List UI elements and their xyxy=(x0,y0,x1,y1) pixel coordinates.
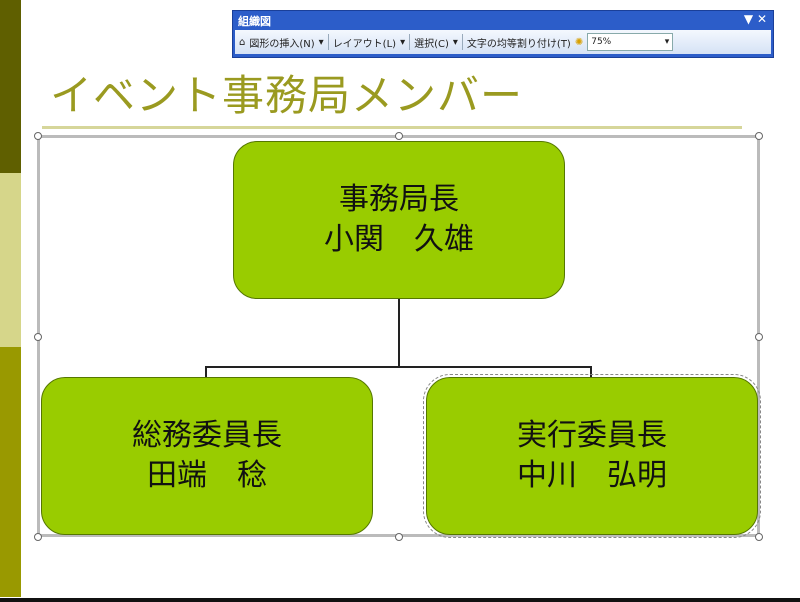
chevron-down-icon[interactable]: ▾ xyxy=(452,36,458,48)
node-name: 小関 久雄 xyxy=(324,222,474,257)
chevron-down-icon[interactable]: ▾ xyxy=(664,37,670,47)
org-chart-toolbar[interactable]: 組織図 ▼ ✕ ⌂ 図形の挿入(N) ▾ レイアウト(L) ▾ 選択(C) ▾ … xyxy=(232,10,774,58)
toolbar-options-icon[interactable]: ▼ xyxy=(743,12,754,26)
resize-handle[interactable] xyxy=(395,533,403,541)
org-node-right[interactable]: 実行委員長 中川 弘明 xyxy=(423,374,761,538)
connector xyxy=(590,366,592,378)
org-node-left[interactable]: 総務委員長 田端 稔 xyxy=(41,377,373,535)
accent-bar-olive xyxy=(0,347,21,597)
zoom-value: 75% xyxy=(591,37,612,47)
resize-handle[interactable] xyxy=(755,132,763,140)
connector xyxy=(205,366,592,368)
org-node-top[interactable]: 事務局長 小関 久雄 xyxy=(233,141,565,299)
accent-bar-dark xyxy=(0,0,21,173)
toolbar-title: 組織図 xyxy=(238,15,271,28)
resize-handle[interactable] xyxy=(34,533,42,541)
title-underline xyxy=(42,126,742,129)
connector xyxy=(205,366,207,378)
zoom-select[interactable]: 75% ▾ xyxy=(587,33,674,51)
resize-handle[interactable] xyxy=(34,132,42,140)
node-role: 実行委員長 xyxy=(517,418,667,453)
bottom-border xyxy=(0,598,800,602)
layout-button[interactable]: レイアウト(L) xyxy=(332,38,397,50)
node-role: 総務委員長 xyxy=(132,418,282,453)
node-role: 事務局長 xyxy=(339,182,459,217)
connector xyxy=(398,297,400,367)
chevron-down-icon[interactable]: ▾ xyxy=(318,36,324,48)
chevron-down-icon[interactable]: ▾ xyxy=(400,36,406,48)
resize-handle[interactable] xyxy=(34,333,42,341)
accent-bar-light xyxy=(0,173,21,347)
resize-handle[interactable] xyxy=(395,132,403,140)
resize-handle[interactable] xyxy=(755,533,763,541)
close-icon[interactable]: ✕ xyxy=(756,12,767,26)
insert-shape-icon: ⌂ xyxy=(239,36,246,48)
node-name: 中川 弘明 xyxy=(517,458,667,493)
insert-shape-button[interactable]: 図形の挿入(N) xyxy=(249,38,315,50)
slide-title[interactable]: イベント事務局メンバー xyxy=(50,71,524,120)
zoom-icon[interactable]: ✺ xyxy=(574,36,584,48)
resize-handle[interactable] xyxy=(755,333,763,341)
node-name: 田端 稔 xyxy=(147,458,267,493)
fit-text-button[interactable]: 文字の均等割り付け(T) xyxy=(466,38,571,50)
select-button[interactable]: 選択(C) xyxy=(414,38,449,50)
